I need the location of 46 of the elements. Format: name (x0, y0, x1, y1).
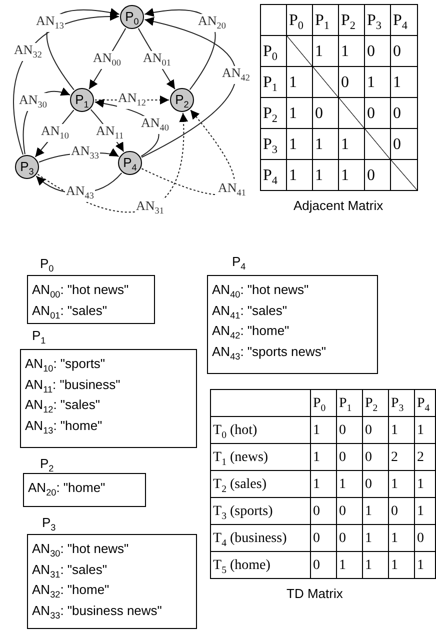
edge-label: AN$_{42}$ (221, 66, 251, 84)
list-item: AN$_{00}$: "hot news" (32, 282, 130, 302)
table-cell: 1 (414, 551, 436, 579)
arrow (141, 109, 235, 196)
edge-label: AN$_{01}$ (142, 50, 172, 70)
box-heading: P$_{2}$ (40, 456, 54, 476)
list-item: AN$_{33}$: "business news" (32, 602, 163, 622)
list-item: AN$_{40}$: "hot news" (212, 282, 310, 302)
node-circle: P$_{2}$ (170, 88, 194, 112)
arrow (141, 17, 236, 158)
node-circle: P$_{0}$ (120, 5, 144, 29)
list-item: AN$_{43}$: "sports news" (212, 344, 328, 364)
edge-label: AN$_{00}$ (92, 50, 122, 70)
list-item: AN$_{41}$: "sales" (212, 302, 288, 322)
table-cell: T$_{5}$ (home) (210, 551, 311, 579)
list-item: AN$_{30}$: "hot news" (32, 541, 130, 561)
edge-label: AN$_{11}$ (95, 124, 125, 142)
box-heading: P$_{3}$ (42, 515, 56, 535)
table-caption: Adjacent Matrix (294, 198, 384, 213)
table-caption: TD Matrix (286, 586, 343, 601)
edge-label: AN$_{30}$ (18, 92, 48, 112)
node-circle: P$_{1}$ (70, 88, 94, 112)
edge-label: AN$_{32}$ (13, 42, 43, 62)
node-circle: P$_{4}$ (118, 151, 142, 175)
edge-label: AN$_{20}$ (197, 14, 227, 32)
list-item: AN$_{12}$: "sales" (25, 397, 101, 417)
edge-label: AN$_{40}$ (140, 116, 170, 134)
box-heading: P$_{4}$ (232, 254, 246, 274)
box-heading: P$_{1}$ (32, 328, 46, 348)
list-item: AN$_{32}$: "home" (32, 582, 110, 602)
edge-label: AN$_{12}$ (117, 90, 147, 110)
box-heading: P$_{0}$ (40, 256, 54, 276)
list-item: AN$_{01}$: "sales" (32, 302, 108, 322)
table-cell: P$_{4}$ (260, 159, 287, 191)
table-cell: P$_{4}$ (390, 4, 418, 36)
list-item: AN$_{13}$: "home" (25, 418, 104, 438)
edge-label: AN$_{10}$ (40, 124, 70, 142)
edge-label: AN$_{13}$ (35, 14, 65, 32)
list-item: AN$_{31}$: "sales" (32, 562, 108, 582)
node-circle: P$_{3}$ (15, 155, 39, 179)
table-cell: P$_{4}$ (414, 389, 436, 417)
list-item: AN$_{11}$: "business" (25, 376, 122, 396)
list-item: AN$_{10}$: "sports" (25, 356, 106, 376)
list-item: AN$_{20}$: "home" (28, 480, 106, 500)
edge-label: AN$_{43}$ (65, 184, 95, 202)
list-item: AN$_{42}$: "home" (212, 323, 290, 343)
